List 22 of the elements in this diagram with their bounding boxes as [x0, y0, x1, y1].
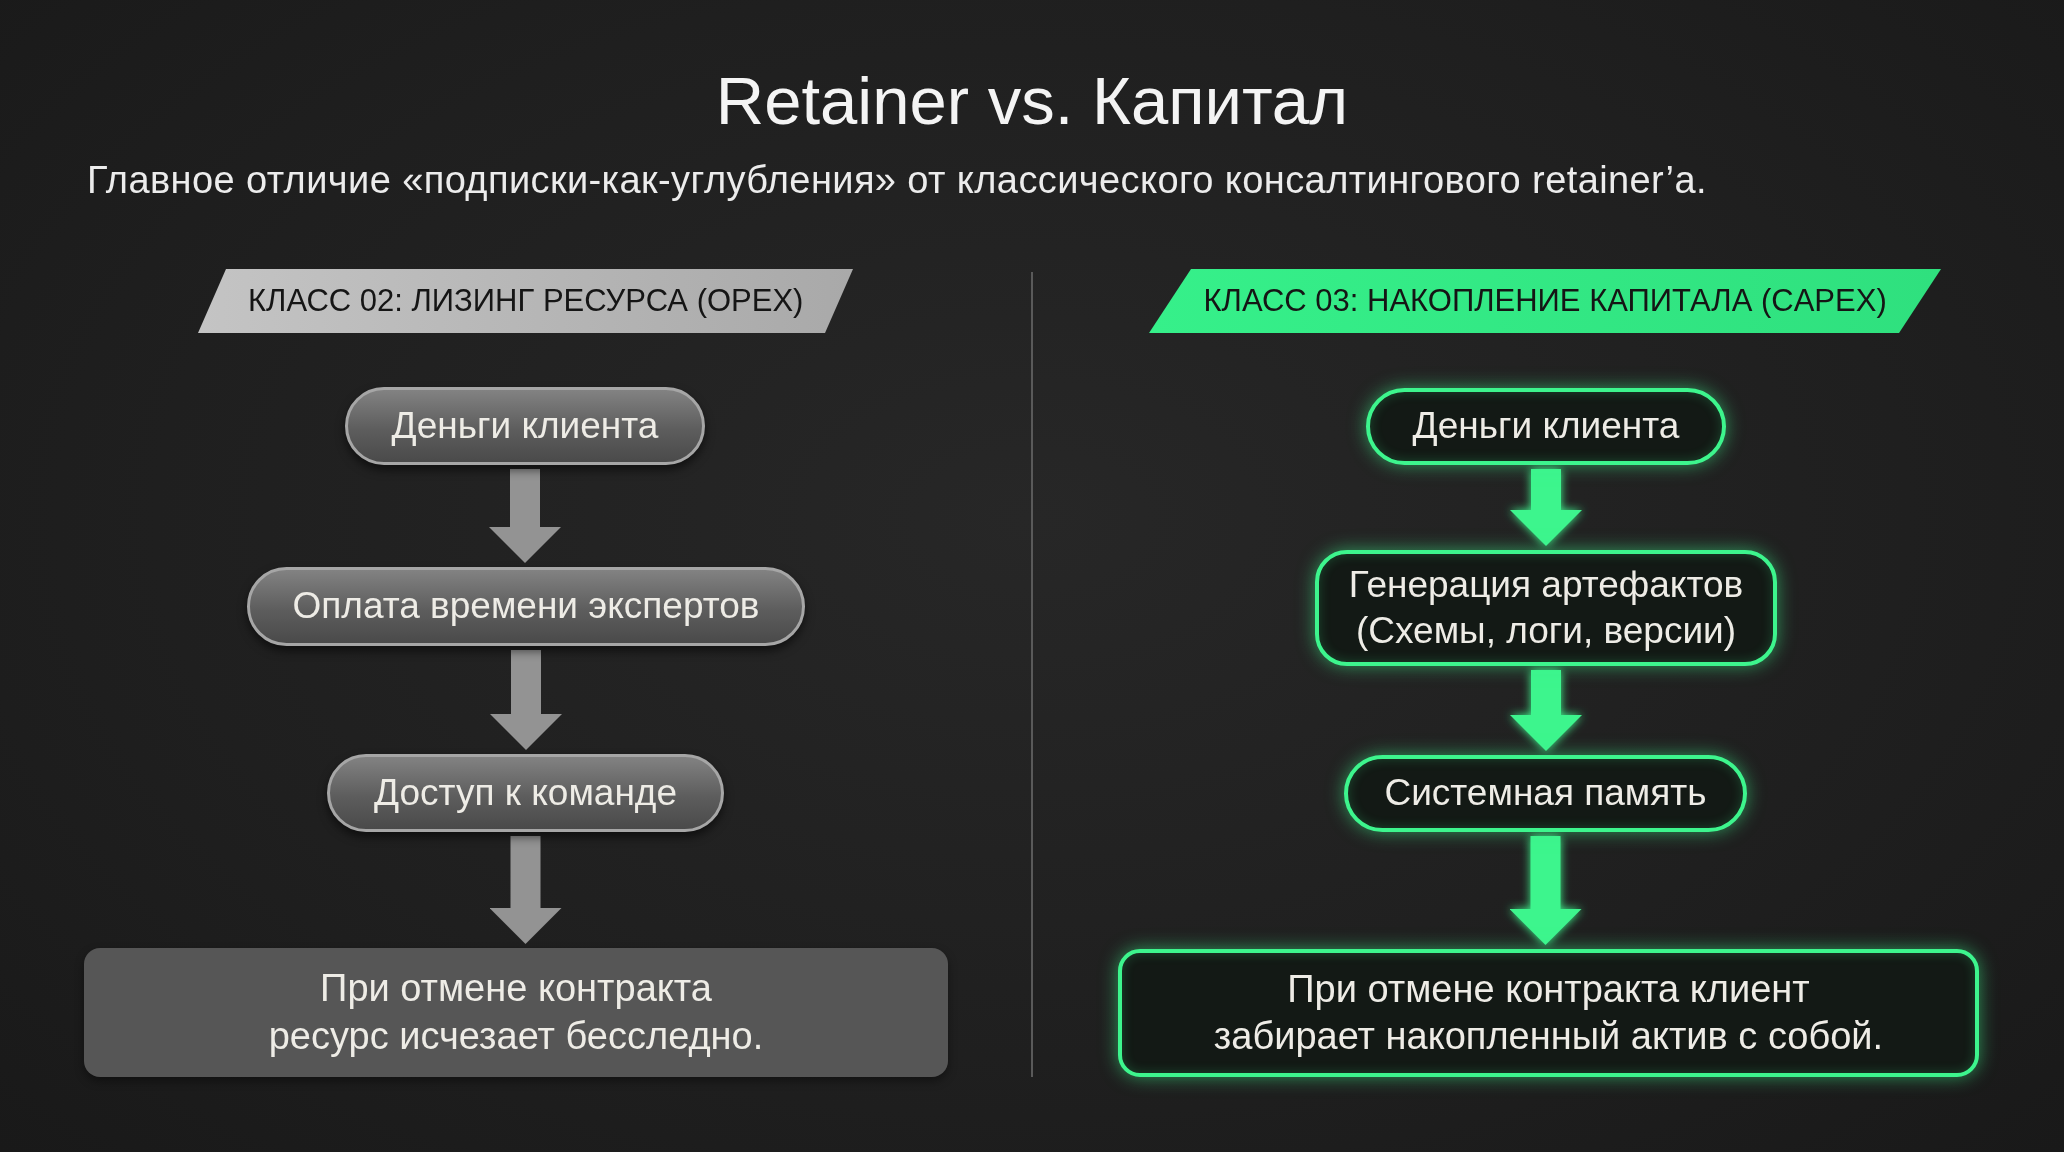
outcome-box: [1118, 949, 1979, 1077]
step-label: Деньги клиента: [391, 403, 659, 448]
arrow: [1510, 670, 1582, 751]
outcome-text: При отмене контракта клиент забирает накопленный актив с собой.: [1213, 966, 1884, 1059]
banner-title: КЛАСС 03: НАКОПЛЕНИЕ КАПИТАЛА (CAPEX): [1203, 281, 1887, 320]
outcome-box: [84, 948, 948, 1077]
arrow: [1510, 469, 1582, 546]
arrow: [489, 836, 562, 944]
step-label: Доступ к команде: [374, 770, 677, 815]
step-label: Деньги клиента: [1412, 404, 1680, 449]
slide-title: Retainer vs. Капитал: [715, 64, 1349, 138]
arrow: [490, 650, 562, 750]
subtitle: Главное отличие «подписки-как-углубления» от классического консалтингового retainer’a.: [87, 159, 1707, 203]
step-label: Оплата времени экспертов: [292, 584, 760, 629]
arrow: [489, 469, 561, 563]
step-label: Генерация артефактов (Схемы, логи, версии): [1348, 562, 1744, 653]
banner-title: КЛАСС 02: ЛИЗИНГ РЕСУРСА (OPEX): [248, 281, 803, 320]
step-label: Системная память: [1384, 771, 1707, 816]
process-pill: [1366, 388, 1726, 465]
process-box: [1315, 550, 1777, 666]
process-pill: [1344, 755, 1747, 832]
outcome-text: При отмене контракта ресурс исчезает бесследно.: [268, 966, 764, 1059]
